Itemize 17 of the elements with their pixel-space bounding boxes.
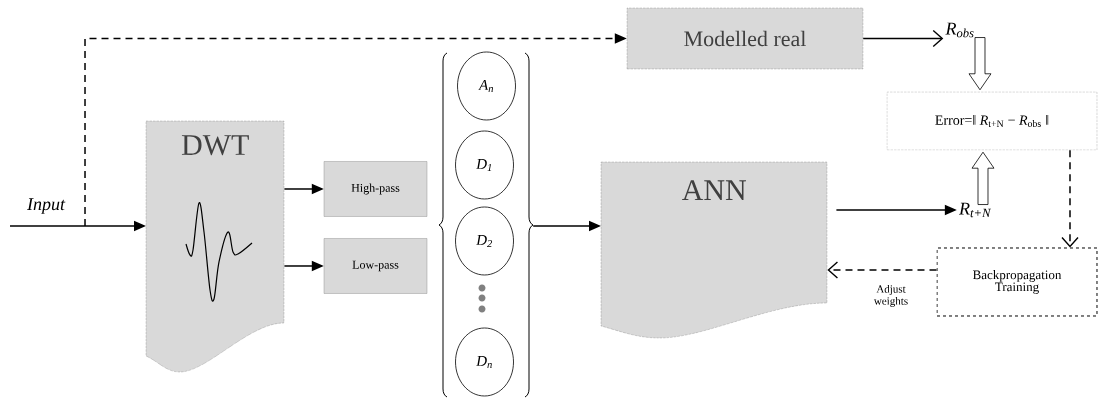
arrow	[827, 261, 938, 279]
arrow	[862, 29, 944, 48]
process-box: Modelled real	[626, 7, 864, 70]
hollow-arrow	[971, 151, 995, 205]
document-box: ANN	[600, 161, 828, 339]
input-label: Input	[26, 198, 66, 214]
output-label: R$_{t+N}$	[958, 202, 992, 218]
output-label: R$_{obs}$	[945, 22, 974, 38]
process-box: High-pass	[323, 161, 428, 217]
formula-box: Error=‖ R$_{t+N}$ − R$_{obs}$ ‖	[886, 91, 1098, 151]
arrow	[1061, 149, 1079, 248]
edge-label: Adjust weights	[864, 284, 918, 308]
process-box: Backpropagation Training	[936, 247, 1098, 317]
hollow-arrow	[968, 37, 992, 91]
curly-brackets	[438, 52, 534, 398]
process-box: Low-pass	[323, 238, 428, 294]
document-box: DWT	[145, 120, 285, 373]
